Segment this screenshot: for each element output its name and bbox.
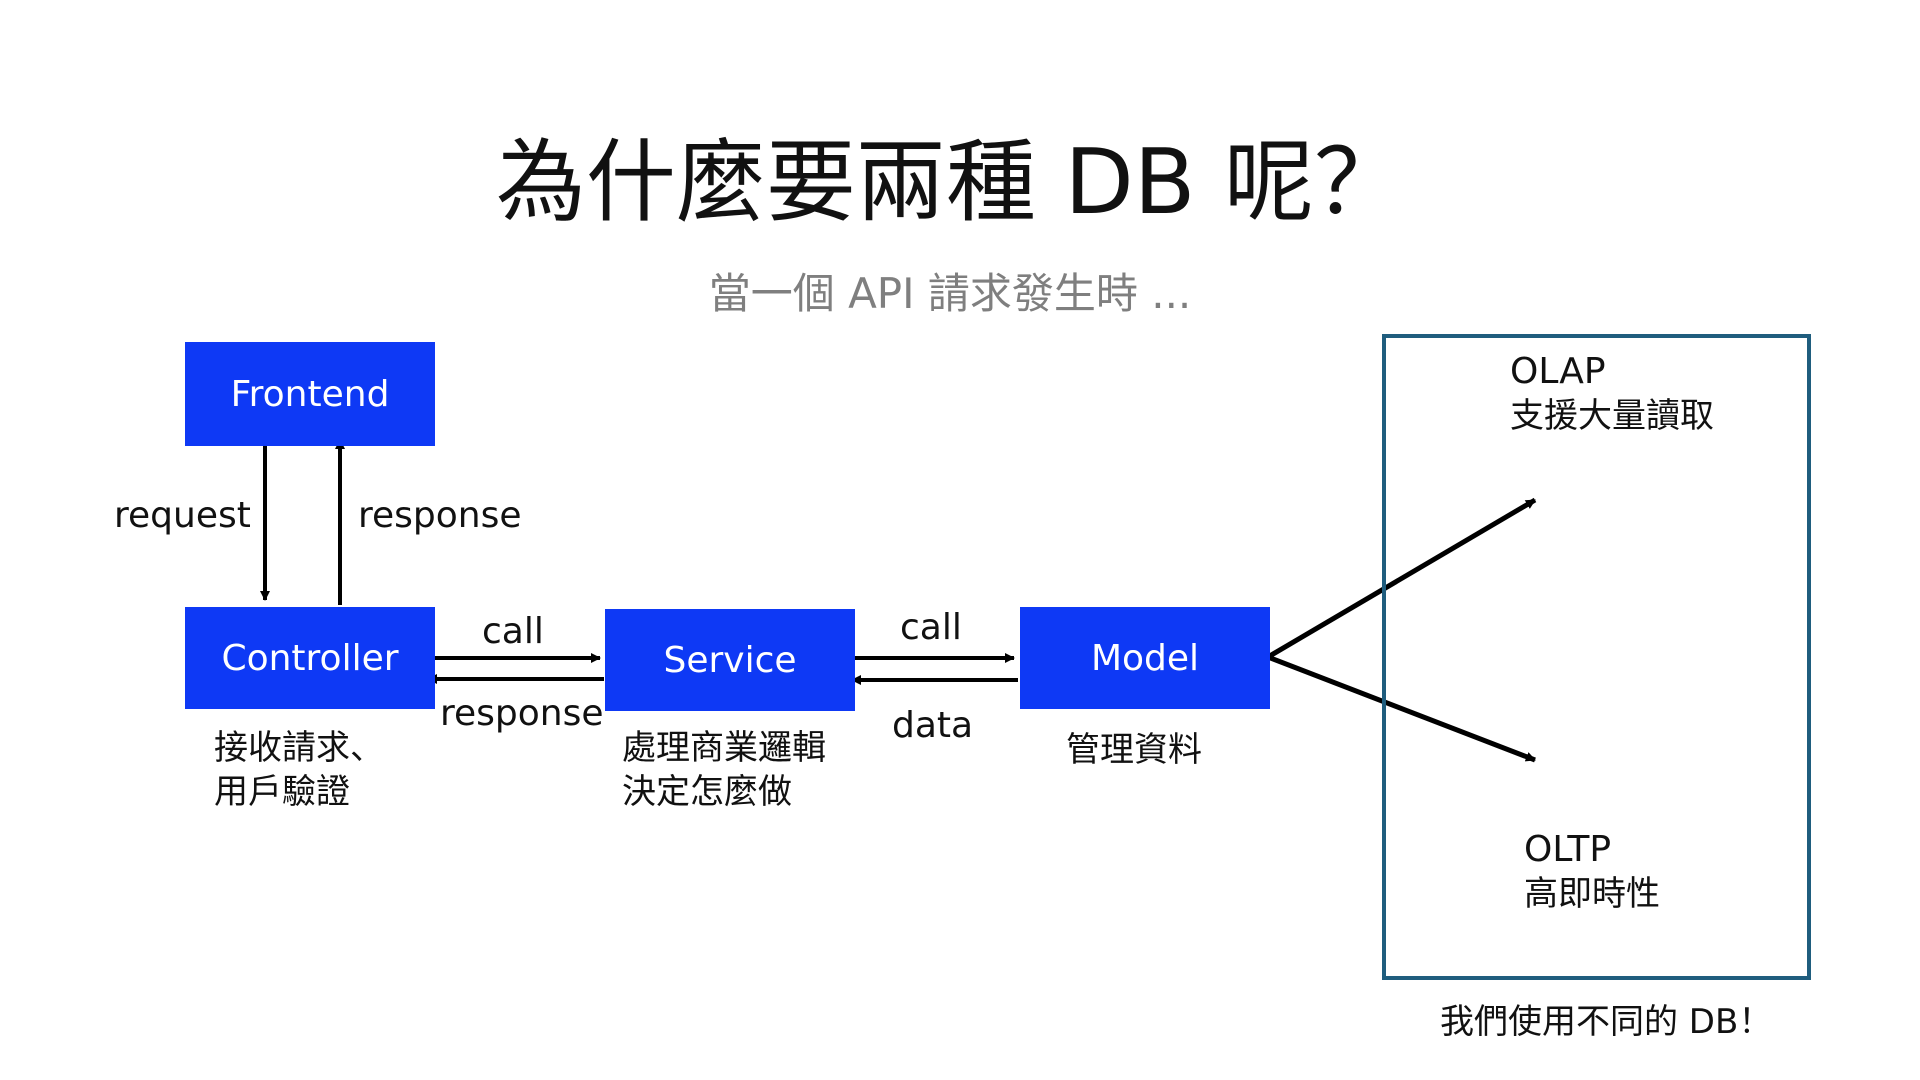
controller-label: Controller xyxy=(221,637,399,679)
model-call-label: call xyxy=(900,607,962,648)
model-label: Model xyxy=(1090,637,1200,679)
model-desc-line: 管理資料 xyxy=(1066,730,1202,770)
service-desc-line: 決定怎麼做 xyxy=(622,772,792,812)
data-label: data xyxy=(892,705,974,746)
controller-desc-line: 用戶驗證 xyxy=(214,772,350,812)
slide-title: 為什麼要兩種 DB 呢？ xyxy=(495,130,1405,235)
olap-desc: 支援大量讀取 xyxy=(1510,396,1714,436)
db-frame xyxy=(1382,334,1811,980)
model-description: 管理資料 xyxy=(1066,728,1202,772)
service-desc-line: 處理商業邏輯 xyxy=(622,728,826,768)
frontend-box: Frontend xyxy=(185,342,435,446)
frontend-response-label: response xyxy=(358,495,522,536)
controller-box: Controller xyxy=(185,607,435,709)
model-box: Model xyxy=(1020,607,1270,709)
service-response-label: response xyxy=(440,693,604,734)
service-label: Service xyxy=(663,639,797,681)
controller-desc-line: 接收請求、 xyxy=(214,728,384,768)
service-call-label: call xyxy=(482,611,544,652)
oltp-name: OLTP xyxy=(1524,829,1612,870)
olap-name: OLAP xyxy=(1510,351,1606,392)
slide-subtitle: 當一個 API 請求發生時 ... xyxy=(708,269,1192,318)
oltp-block: OLTP 高即時性 xyxy=(1524,828,1660,916)
request-label: request xyxy=(114,495,251,536)
service-description: 處理商業邏輯 決定怎麼做 xyxy=(622,726,826,814)
oltp-desc: 高即時性 xyxy=(1524,874,1660,914)
controller-description: 接收請求、 用戶驗證 xyxy=(214,726,384,814)
db-note: 我們使用不同的 DB！ xyxy=(1440,1002,1773,1042)
olap-block: OLAP 支援大量讀取 xyxy=(1510,350,1714,438)
service-box: Service xyxy=(605,609,855,711)
frontend-label: Frontend xyxy=(230,373,390,415)
